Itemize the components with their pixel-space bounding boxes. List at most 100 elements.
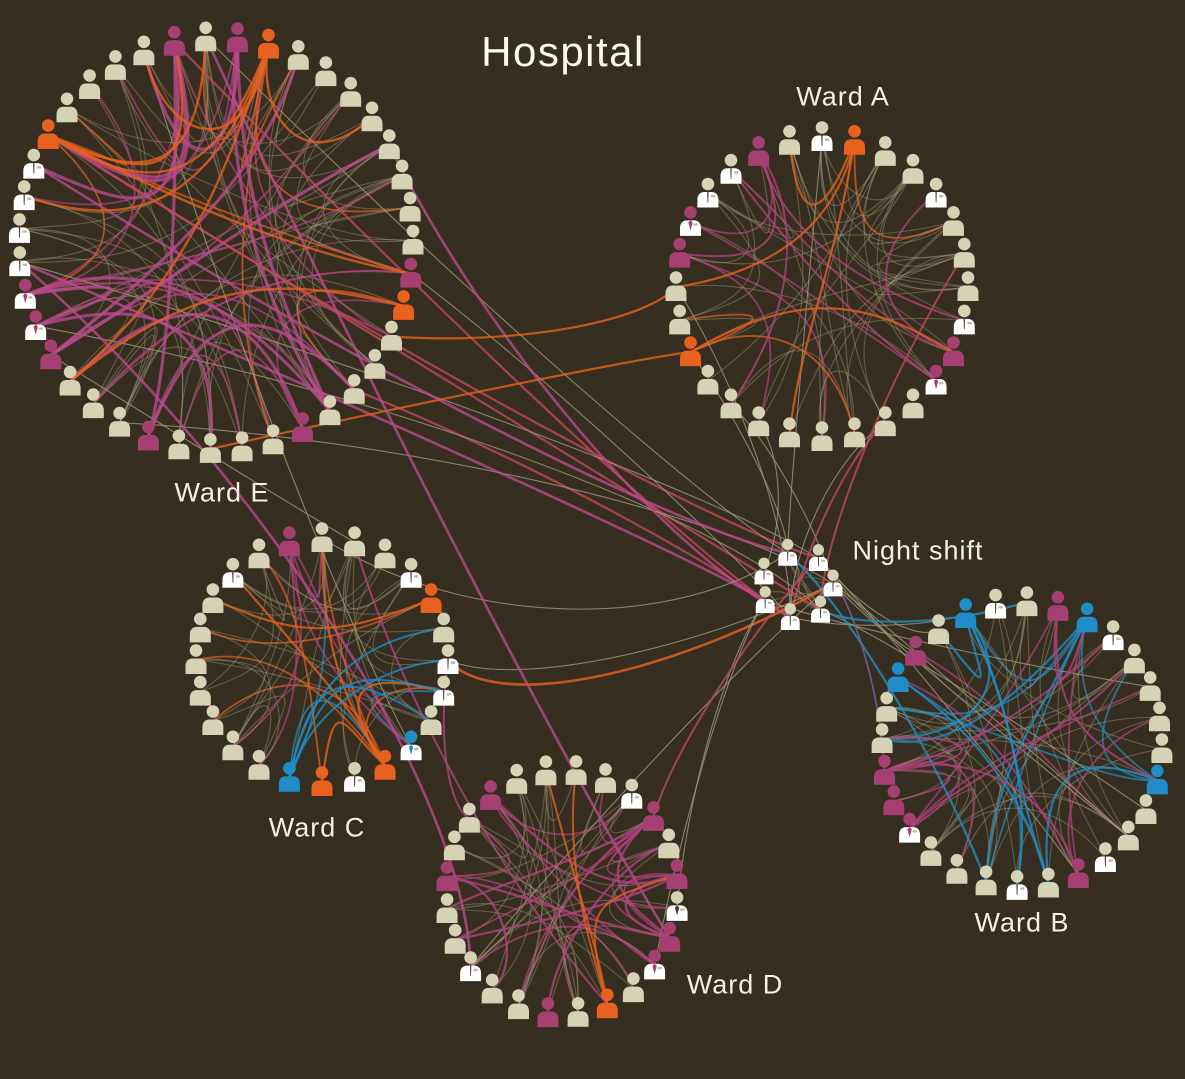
doctor-dark-tie-icon[interactable] xyxy=(666,891,688,921)
staff-beige-icon[interactable] xyxy=(222,730,244,761)
doctor-white-coat-icon[interactable] xyxy=(1102,620,1124,651)
staff-beige-icon[interactable] xyxy=(779,125,800,155)
staff-beige-icon[interactable] xyxy=(902,388,924,419)
staff-beige-icon[interactable] xyxy=(189,675,211,706)
staff-beige-icon[interactable] xyxy=(943,206,964,236)
staff-magenta-icon[interactable] xyxy=(883,785,905,816)
staff-magenta-icon[interactable] xyxy=(943,336,964,367)
staff-beige-icon[interactable] xyxy=(311,522,333,552)
doctor-white-coat-icon[interactable] xyxy=(23,148,45,179)
staff-magenta-icon[interactable] xyxy=(642,801,664,831)
staff-beige-icon[interactable] xyxy=(953,237,975,268)
doctor-white-coat-icon[interactable] xyxy=(755,586,775,613)
staff-beige-icon[interactable] xyxy=(195,21,217,52)
staff-beige-icon[interactable] xyxy=(1117,820,1139,851)
doctor-white-coat-icon[interactable] xyxy=(697,177,719,208)
staff-orange-icon[interactable] xyxy=(393,290,415,320)
staff-beige-icon[interactable] xyxy=(315,56,337,87)
staff-beige-icon[interactable] xyxy=(104,50,126,80)
doctor-white-coat-icon[interactable] xyxy=(778,538,798,566)
staff-beige-icon[interactable] xyxy=(443,830,465,861)
doctor-white-coat-icon[interactable] xyxy=(925,177,947,208)
staff-beige-icon[interactable] xyxy=(720,388,742,419)
staff-beige-icon[interactable] xyxy=(748,406,770,437)
staff-beige-icon[interactable] xyxy=(535,755,557,786)
staff-magenta-icon[interactable] xyxy=(226,22,248,53)
staff-beige-icon[interactable] xyxy=(665,271,687,301)
doctor-magenta-tie-icon[interactable] xyxy=(899,812,921,843)
doctor-magenta-tie-icon[interactable] xyxy=(14,278,36,309)
doctor-magenta-tie-icon[interactable] xyxy=(680,206,701,236)
staff-beige-icon[interactable] xyxy=(458,802,480,833)
staff-magenta-icon[interactable] xyxy=(748,136,770,166)
staff-beige-icon[interactable] xyxy=(1016,586,1038,617)
staff-beige-icon[interactable] xyxy=(1037,867,1059,898)
staff-beige-icon[interactable] xyxy=(957,271,979,301)
doctor-white-coat-icon[interactable] xyxy=(9,213,30,243)
staff-beige-icon[interactable] xyxy=(1123,643,1145,674)
staff-magenta-icon[interactable] xyxy=(278,526,300,557)
staff-beige-icon[interactable] xyxy=(1151,733,1173,763)
doctor-white-coat-icon[interactable] xyxy=(222,557,244,588)
staff-orange-icon[interactable] xyxy=(311,766,333,796)
staff-beige-icon[interactable] xyxy=(340,76,362,107)
staff-beige-icon[interactable] xyxy=(622,972,644,1003)
staff-beige-icon[interactable] xyxy=(433,612,455,643)
staff-magenta-icon[interactable] xyxy=(137,420,159,451)
staff-beige-icon[interactable] xyxy=(669,304,691,335)
staff-beige-icon[interactable] xyxy=(399,191,421,222)
staff-magenta-icon[interactable] xyxy=(1067,858,1089,888)
staff-magenta-icon[interactable] xyxy=(905,635,927,666)
staff-beige-icon[interactable] xyxy=(506,763,528,794)
staff-beige-icon[interactable] xyxy=(168,429,190,460)
staff-beige-icon[interactable] xyxy=(231,431,253,462)
staff-beige-icon[interactable] xyxy=(378,129,400,160)
staff-magenta-icon[interactable] xyxy=(436,861,458,892)
staff-beige-icon[interactable] xyxy=(319,395,341,426)
staff-beige-icon[interactable] xyxy=(364,349,386,379)
doctor-white-coat-icon[interactable] xyxy=(754,557,774,585)
staff-magenta-icon[interactable] xyxy=(40,339,62,370)
staff-beige-icon[interactable] xyxy=(185,644,207,674)
staff-orange-icon[interactable] xyxy=(374,749,396,780)
staff-beige-icon[interactable] xyxy=(59,365,81,396)
staff-magenta-icon[interactable] xyxy=(292,412,314,442)
staff-magenta-icon[interactable] xyxy=(659,921,681,952)
staff-beige-icon[interactable] xyxy=(508,989,529,1020)
staff-beige-icon[interactable] xyxy=(1135,794,1157,824)
staff-orange-icon[interactable] xyxy=(680,336,701,367)
staff-beige-icon[interactable] xyxy=(262,424,284,455)
staff-beige-icon[interactable] xyxy=(871,723,893,753)
staff-beige-icon[interactable] xyxy=(902,153,924,184)
staff-beige-icon[interactable] xyxy=(202,705,224,735)
doctor-white-coat-icon[interactable] xyxy=(13,180,35,211)
staff-beige-icon[interactable] xyxy=(779,417,800,448)
staff-magenta-icon[interactable] xyxy=(480,780,502,810)
staff-beige-icon[interactable] xyxy=(381,320,402,351)
staff-beige-icon[interactable] xyxy=(109,406,131,437)
staff-blue-icon[interactable] xyxy=(955,598,977,628)
doctor-white-coat-icon[interactable] xyxy=(1094,842,1116,872)
staff-blue-icon[interactable] xyxy=(1146,764,1168,795)
staff-beige-icon[interactable] xyxy=(402,224,424,255)
staff-beige-icon[interactable] xyxy=(420,705,442,735)
doctor-magenta-tie-icon[interactable] xyxy=(644,949,666,980)
staff-beige-icon[interactable] xyxy=(975,865,997,896)
staff-beige-icon[interactable] xyxy=(374,538,396,569)
staff-orange-icon[interactable] xyxy=(596,988,618,1019)
staff-beige-icon[interactable] xyxy=(481,973,503,1004)
staff-beige-icon[interactable] xyxy=(811,421,833,451)
staff-orange-icon[interactable] xyxy=(844,125,865,155)
staff-beige-icon[interactable] xyxy=(928,614,950,644)
doctor-white-coat-icon[interactable] xyxy=(720,153,742,184)
staff-beige-icon[interactable] xyxy=(82,388,104,419)
staff-beige-icon[interactable] xyxy=(874,406,896,437)
doctor-white-coat-icon[interactable] xyxy=(780,603,800,630)
staff-magenta-icon[interactable] xyxy=(874,754,895,785)
staff-beige-icon[interactable] xyxy=(343,374,365,404)
doctor-magenta-tie-icon[interactable] xyxy=(25,310,47,340)
staff-blue-icon[interactable] xyxy=(278,762,300,792)
staff-orange-icon[interactable] xyxy=(37,119,59,149)
staff-magenta-icon[interactable] xyxy=(666,859,688,889)
staff-blue-icon[interactable] xyxy=(887,662,909,692)
